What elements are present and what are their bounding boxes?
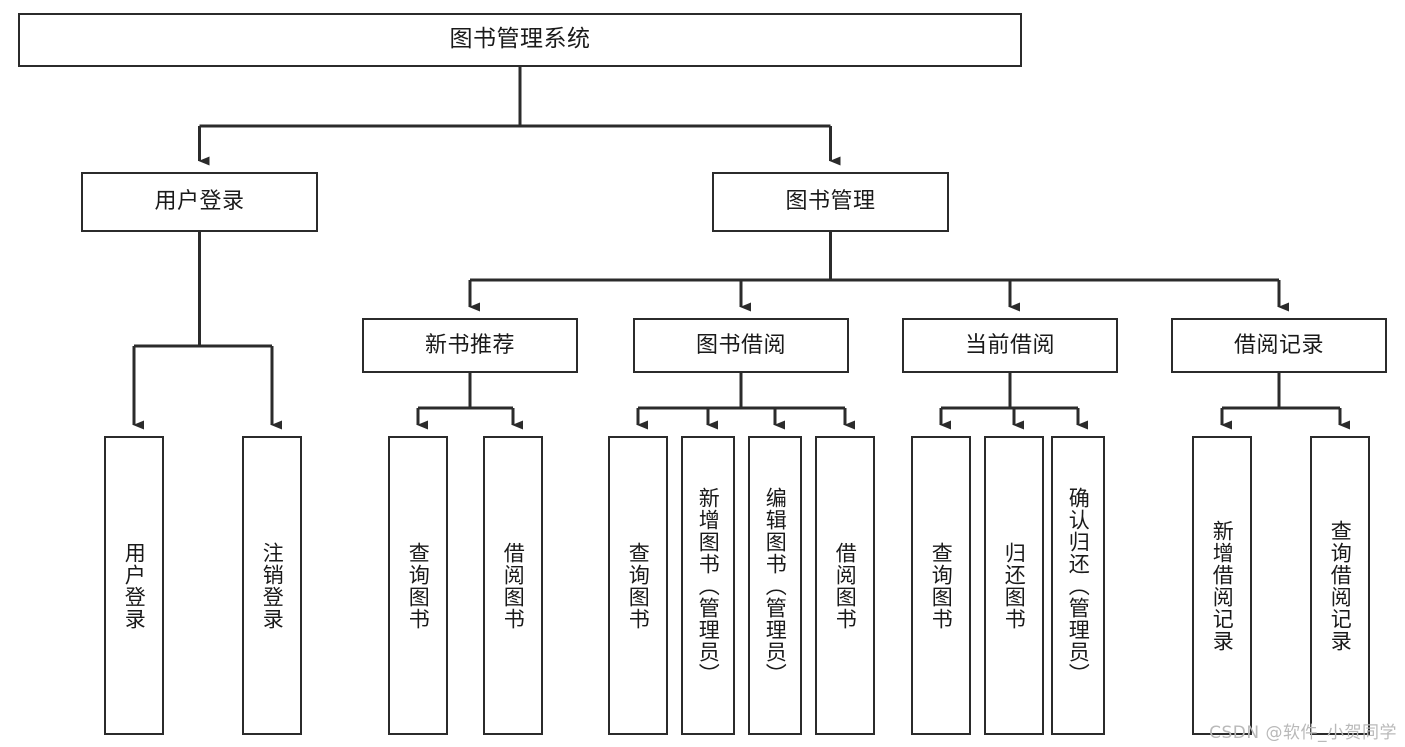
node-label: 查询图书 bbox=[406, 541, 431, 630]
node-label: 用户登录 bbox=[122, 541, 147, 630]
node-label: 新书推荐 bbox=[424, 332, 515, 358]
node-current[interactable]: 当前借阅 bbox=[902, 318, 1118, 373]
node-label: 图书管理系统 bbox=[449, 26, 591, 53]
node-l_query3[interactable]: 查询图书 bbox=[911, 436, 971, 735]
node-newbook[interactable]: 新书推荐 bbox=[362, 318, 578, 373]
node-borrow[interactable]: 图书借阅 bbox=[633, 318, 849, 373]
node-label: 当前借阅 bbox=[964, 332, 1055, 358]
watermark: CSDN @软件_小贺同学 bbox=[1209, 723, 1397, 743]
node-l_add[interactable]: 新增图书（管理员） bbox=[681, 436, 735, 735]
node-label: 借阅图书 bbox=[833, 541, 858, 630]
node-label: 借阅记录 bbox=[1233, 332, 1324, 358]
node-label: 借阅图书 bbox=[501, 541, 526, 630]
node-label: 图书借阅 bbox=[695, 332, 786, 358]
node-label: 查询图书 bbox=[626, 541, 651, 630]
node-l_confirm[interactable]: 确认归还（管理员） bbox=[1051, 436, 1105, 735]
node-label: 查询借阅记录 bbox=[1328, 519, 1353, 652]
node-l_qryrec[interactable]: 查询借阅记录 bbox=[1310, 436, 1370, 735]
node-label: 新增借阅记录 bbox=[1210, 519, 1235, 652]
node-l_addrec[interactable]: 新增借阅记录 bbox=[1192, 436, 1252, 735]
node-l_edit[interactable]: 编辑图书（管理员） bbox=[748, 436, 802, 735]
node-bookmgmt[interactable]: 图书管理 bbox=[712, 172, 949, 232]
node-login[interactable]: 用户登录 bbox=[81, 172, 318, 232]
node-l_return[interactable]: 归还图书 bbox=[984, 436, 1044, 735]
node-l_query1[interactable]: 查询图书 bbox=[388, 436, 448, 735]
node-l_borrow2[interactable]: 借阅图书 bbox=[815, 436, 875, 735]
node-label: 图书管理 bbox=[785, 189, 876, 215]
node-record[interactable]: 借阅记录 bbox=[1171, 318, 1387, 373]
node-l_borrow1[interactable]: 借阅图书 bbox=[483, 436, 543, 735]
node-label: 编辑图书（管理员） bbox=[763, 486, 788, 685]
node-l_login[interactable]: 用户登录 bbox=[104, 436, 164, 735]
node-l_logout[interactable]: 注销登录 bbox=[242, 436, 302, 735]
node-label: 新增图书（管理员） bbox=[696, 486, 721, 685]
node-label: 确认归还（管理员） bbox=[1066, 486, 1091, 685]
node-label: 用户登录 bbox=[154, 189, 245, 215]
node-label: 查询图书 bbox=[929, 541, 954, 630]
node-root[interactable]: 图书管理系统 bbox=[18, 13, 1022, 67]
node-label: 注销登录 bbox=[260, 541, 285, 630]
node-label: 归还图书 bbox=[1002, 541, 1027, 630]
node-l_query2[interactable]: 查询图书 bbox=[608, 436, 668, 735]
